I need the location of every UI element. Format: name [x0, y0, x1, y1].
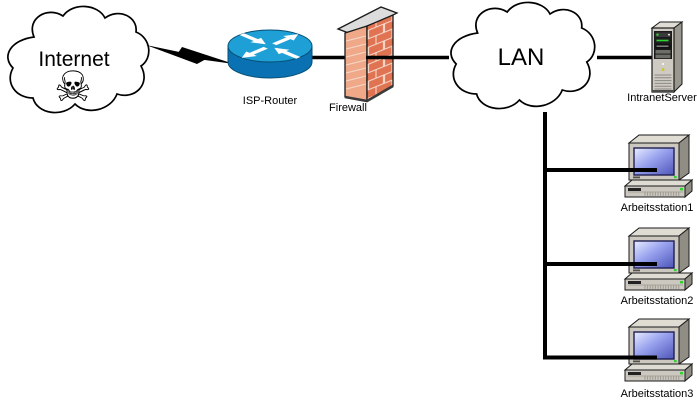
firewall-icon: [336, 6, 399, 103]
intranet-server-label: IntranetServer: [627, 92, 697, 104]
intranet-server-icon: [650, 21, 684, 94]
firewall-label: Firewall: [329, 102, 367, 114]
internet-label: Internet: [38, 48, 109, 71]
workstation1-icon: [624, 134, 693, 198]
workstation2-icon: [624, 227, 693, 291]
workstation2-label: Arbeitsstation2: [621, 295, 694, 307]
workstation-branch-lines: [543, 168, 657, 360]
workstation3-label: Arbeitsstation3: [621, 388, 694, 400]
lan-label: LAN: [498, 44, 545, 71]
connection-lines: [310, 55, 653, 360]
skull-crossbones-icon: ☠: [54, 62, 92, 111]
lightning-link-icon: [146, 45, 234, 64]
isp-router-label: ISP-Router: [243, 95, 298, 107]
workstation1-label: Arbeitsstation1: [621, 202, 694, 214]
isp-router-icon: [227, 29, 313, 79]
workstation3-icon: [624, 318, 693, 382]
